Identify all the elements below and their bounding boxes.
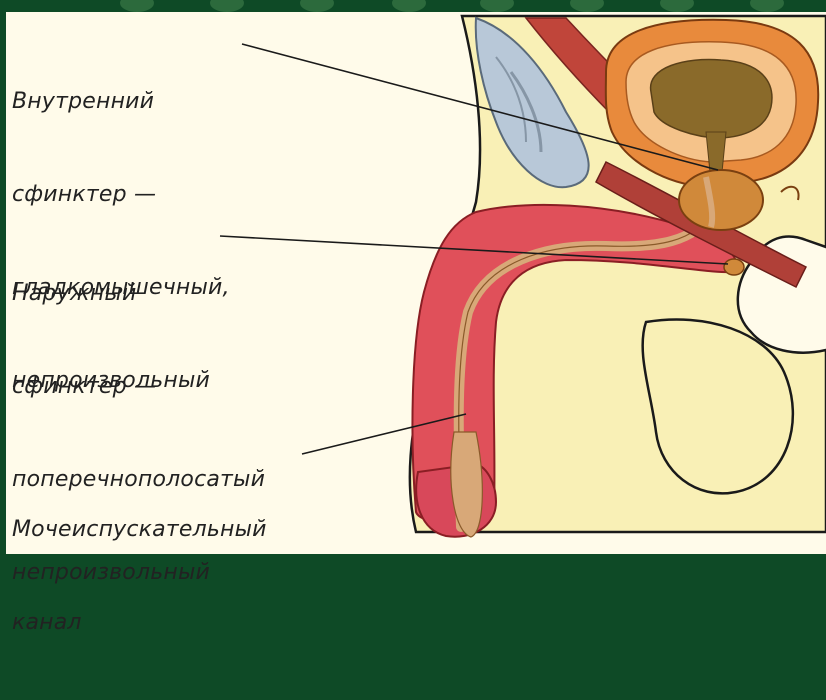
bladder-interior	[651, 59, 772, 138]
label-line: канал	[12, 607, 267, 638]
diagram-stage: Внутренний сфинктер — гладкомышечный, не…	[0, 0, 826, 554]
bladder-neck	[706, 132, 726, 172]
illustration-panel: Внутренний сфинктер — гладкомышечный, не…	[6, 12, 826, 554]
label-line: Внутренний	[12, 86, 230, 117]
label-line: Наружный	[12, 278, 265, 309]
label-urethra: Мочеиспускательный канал	[12, 452, 267, 700]
label-line: Мочеиспускательный	[12, 514, 267, 545]
label-line: сфинктер —	[12, 179, 230, 210]
prostate-gland	[679, 170, 763, 230]
external-sphincter	[724, 259, 744, 275]
label-line: сфинктер —	[12, 371, 265, 402]
